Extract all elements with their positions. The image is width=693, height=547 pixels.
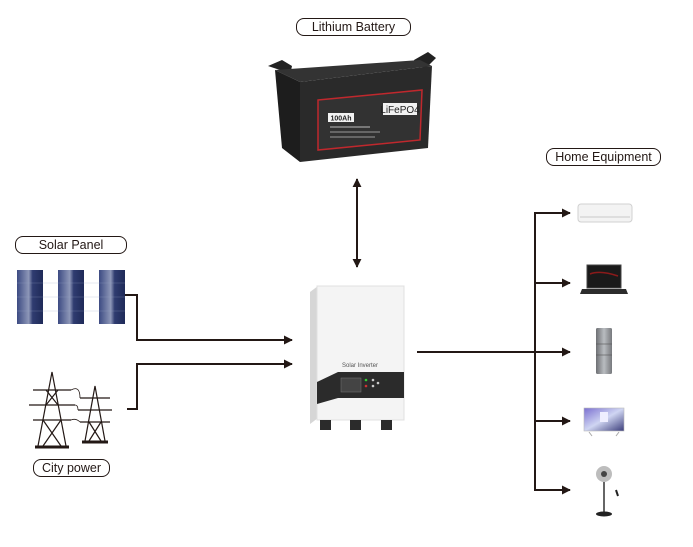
solar-to-inverter-arrow: [125, 294, 293, 345]
inverter-brand-text: Solar Inverter: [342, 363, 378, 369]
lithium-battery-icon: 100Ah LiFePO4: [268, 52, 436, 162]
power-tower-icon: [29, 371, 112, 449]
air-conditioner-icon: [577, 203, 633, 223]
home-equipment-label: Home Equipment: [546, 148, 661, 166]
solar-panels-icon: [17, 270, 125, 324]
laptop-icon: [580, 264, 628, 294]
equipment-branch-arrows: [534, 208, 571, 495]
television-icon: [583, 407, 625, 437]
solar-inverter-icon: Solar Inverter: [310, 285, 405, 430]
city-power-label: City power: [33, 459, 110, 477]
battery-capacity-text: 100Ah: [330, 116, 351, 123]
standing-fan-icon: [596, 466, 619, 517]
solar-panel-label: Solar Panel: [15, 236, 127, 254]
lithium-battery-label: Lithium Battery: [296, 18, 411, 36]
battery-chemistry-text: LiFePO4: [380, 105, 420, 116]
refrigerator-icon: [596, 328, 612, 374]
city-to-inverter-arrow: [127, 359, 293, 410]
